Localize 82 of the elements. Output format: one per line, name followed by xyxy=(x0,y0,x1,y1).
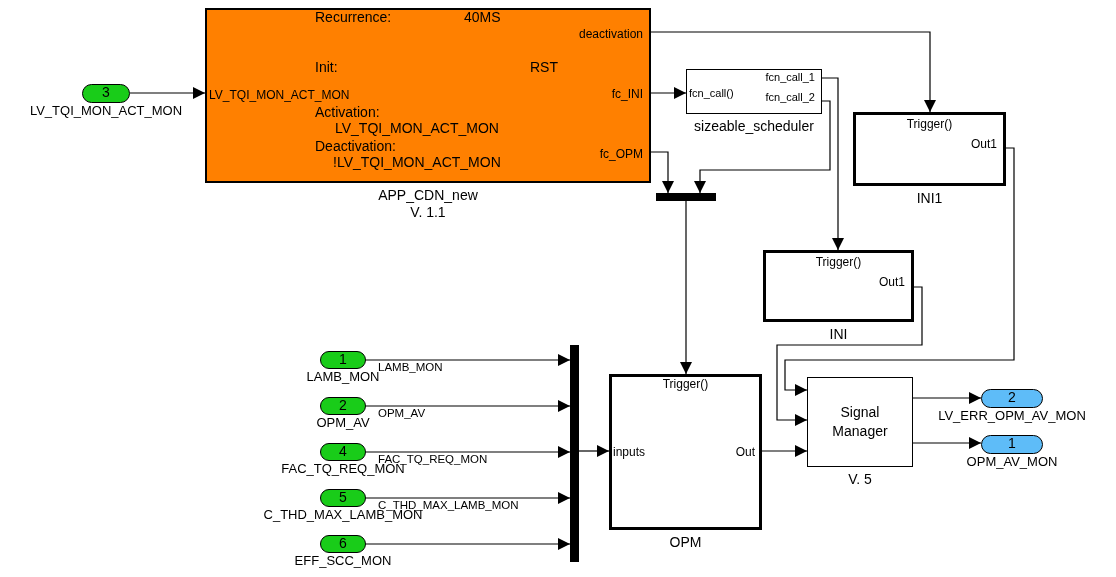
subsystem-block xyxy=(609,374,762,530)
mux-bar xyxy=(570,345,579,562)
block-caption: INI1 xyxy=(916,190,943,207)
block-text: inputs xyxy=(613,446,646,460)
signal-arrow xyxy=(912,437,982,449)
port-number: 4 xyxy=(339,444,347,460)
block-text: deactivation xyxy=(578,28,643,42)
port-number: 1 xyxy=(339,352,347,368)
signal-arrow xyxy=(365,538,571,550)
function-block xyxy=(205,8,651,183)
block-text: Deactivation: xyxy=(315,139,396,155)
port-number: 5 xyxy=(339,490,347,506)
signal-label: FAC_TQ_REQ_MON xyxy=(378,453,488,465)
block-caption: LAMB_MON xyxy=(306,370,380,385)
block-text: Out1 xyxy=(879,276,905,290)
block-text: Trigger() xyxy=(906,118,953,132)
block-caption: V. 5 xyxy=(848,471,872,488)
signal-arrow xyxy=(365,446,571,458)
signal-label: C_THD_MAX_LAMB_MON xyxy=(378,499,519,511)
subsystem-block xyxy=(763,250,914,322)
block-caption: OPM xyxy=(669,534,702,551)
block-text: LV_TQI_MON_ACT_MON xyxy=(335,121,499,137)
signal-arrow xyxy=(680,200,692,375)
block-text: 40MS xyxy=(464,10,501,26)
block-caption: OPM_AV xyxy=(316,416,370,431)
signal-label: OPM_AV xyxy=(378,407,426,420)
port-number: 6 xyxy=(339,536,347,552)
block-text: Activation: xyxy=(315,105,380,121)
block-text: Init: xyxy=(315,60,338,76)
block-caption: sizeable_scheduler xyxy=(694,118,814,135)
inport-pill xyxy=(320,351,366,369)
block-caption: APP_CDN_new xyxy=(378,187,478,204)
port-number: 3 xyxy=(102,85,110,101)
function-block xyxy=(686,69,822,114)
block-caption: OPM_AV_MON xyxy=(966,455,1058,470)
outport-pill xyxy=(981,389,1043,408)
block-text: fcn_call() xyxy=(689,87,734,100)
block-text: LV_TQI_MON_ACT_MON xyxy=(209,89,350,103)
block-text: RST xyxy=(530,60,558,76)
block-text: Recurrence: xyxy=(315,10,392,26)
port-number: 1 xyxy=(1008,436,1016,452)
mux-bar xyxy=(656,193,716,201)
block-caption: LV_ERR_OPM_AV_MON xyxy=(938,409,1086,424)
block-text: fcn_call_2 xyxy=(765,91,815,104)
block-caption: LV_TQI_MON_ACT_MON xyxy=(29,104,183,119)
port-number: 2 xyxy=(339,398,347,414)
signal-arrow xyxy=(365,400,571,412)
inport-pill xyxy=(82,84,130,103)
function-block xyxy=(807,377,913,467)
signal-label: LAMB_MON xyxy=(378,361,443,373)
block-text: Out1 xyxy=(971,138,997,152)
signal-arrow xyxy=(650,31,936,113)
inport-pill xyxy=(320,397,366,415)
signal-arrow xyxy=(761,445,808,457)
signal-arrow xyxy=(776,286,923,426)
inport-pill xyxy=(320,443,366,461)
signal-arrow xyxy=(912,392,982,404)
block-caption: V. 1.1 xyxy=(410,204,446,221)
block-caption: INI xyxy=(829,326,848,343)
signal-arrow xyxy=(129,87,206,99)
block-text: !LV_TQI_MON_ACT_MON xyxy=(333,155,501,171)
block-text: fc_OPM xyxy=(599,148,643,162)
block-text: Trigger() xyxy=(815,256,862,270)
block-text: fc_INI xyxy=(611,88,643,102)
inport-pill xyxy=(320,489,366,507)
signal-arrow xyxy=(578,445,610,457)
subsystem-block xyxy=(853,112,1006,186)
block-text: Signal Manager xyxy=(831,403,889,441)
block-text: Trigger() xyxy=(662,378,709,392)
inport-pill xyxy=(320,535,366,553)
signal-arrow xyxy=(365,354,571,366)
signal-arrow xyxy=(365,492,571,504)
outport-pill xyxy=(981,435,1043,454)
signal-arrow xyxy=(821,77,844,251)
signal-arrow xyxy=(694,100,831,194)
signal-arrow xyxy=(650,151,674,194)
signal-arrow xyxy=(650,87,687,99)
block-text: Out xyxy=(735,446,755,460)
signal-arrow xyxy=(784,147,1015,396)
block-text: fcn_call_1 xyxy=(765,71,815,84)
port-number: 2 xyxy=(1008,390,1016,406)
block-caption: EFF_SCC_MON xyxy=(294,554,392,569)
